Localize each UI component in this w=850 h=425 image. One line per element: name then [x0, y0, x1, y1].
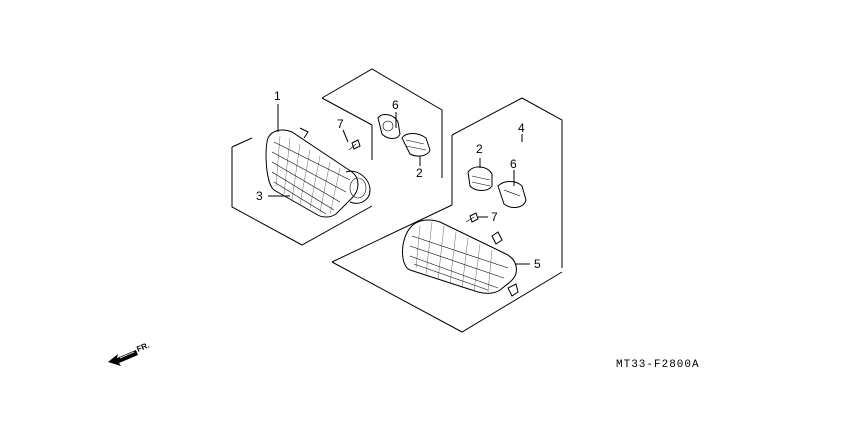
group-outline-left-inner [321, 97, 373, 126]
callout-6-right: 6 [510, 157, 517, 171]
front-label: FR. [135, 341, 150, 354]
left-bulb [377, 114, 401, 139]
callout-5: 5 [534, 257, 541, 271]
leader-lines [268, 104, 530, 265]
callout-1: 1 [274, 89, 281, 103]
left-screw [348, 139, 361, 151]
callout-4: 4 [518, 121, 525, 135]
right-turn-signal-lens [402, 219, 519, 297]
group-outline-right-diag [331, 204, 453, 263]
diagram-code: MT33-F2800A [616, 359, 700, 371]
callout-6-left: 6 [392, 98, 399, 112]
right-bulb [497, 181, 527, 208]
callout-3: 3 [256, 189, 263, 203]
group-outline-right-bottom [331, 261, 563, 333]
group-outline-right [451, 97, 563, 268]
group-outline-left [231, 147, 373, 246]
front-direction-arrow: FR. [108, 341, 151, 366]
left-socket [401, 133, 431, 157]
callout-7-left: 7 [337, 117, 344, 131]
callout-2-left: 2 [416, 166, 423, 180]
right-socket [467, 166, 493, 191]
group-outline-left-sub [321, 68, 443, 178]
callout-2-right: 2 [476, 142, 483, 156]
left-turn-signal-lens [265, 127, 371, 218]
callout-7-right: 7 [491, 210, 498, 224]
group-outline-left-top [231, 137, 253, 148]
right-screw [465, 212, 479, 223]
